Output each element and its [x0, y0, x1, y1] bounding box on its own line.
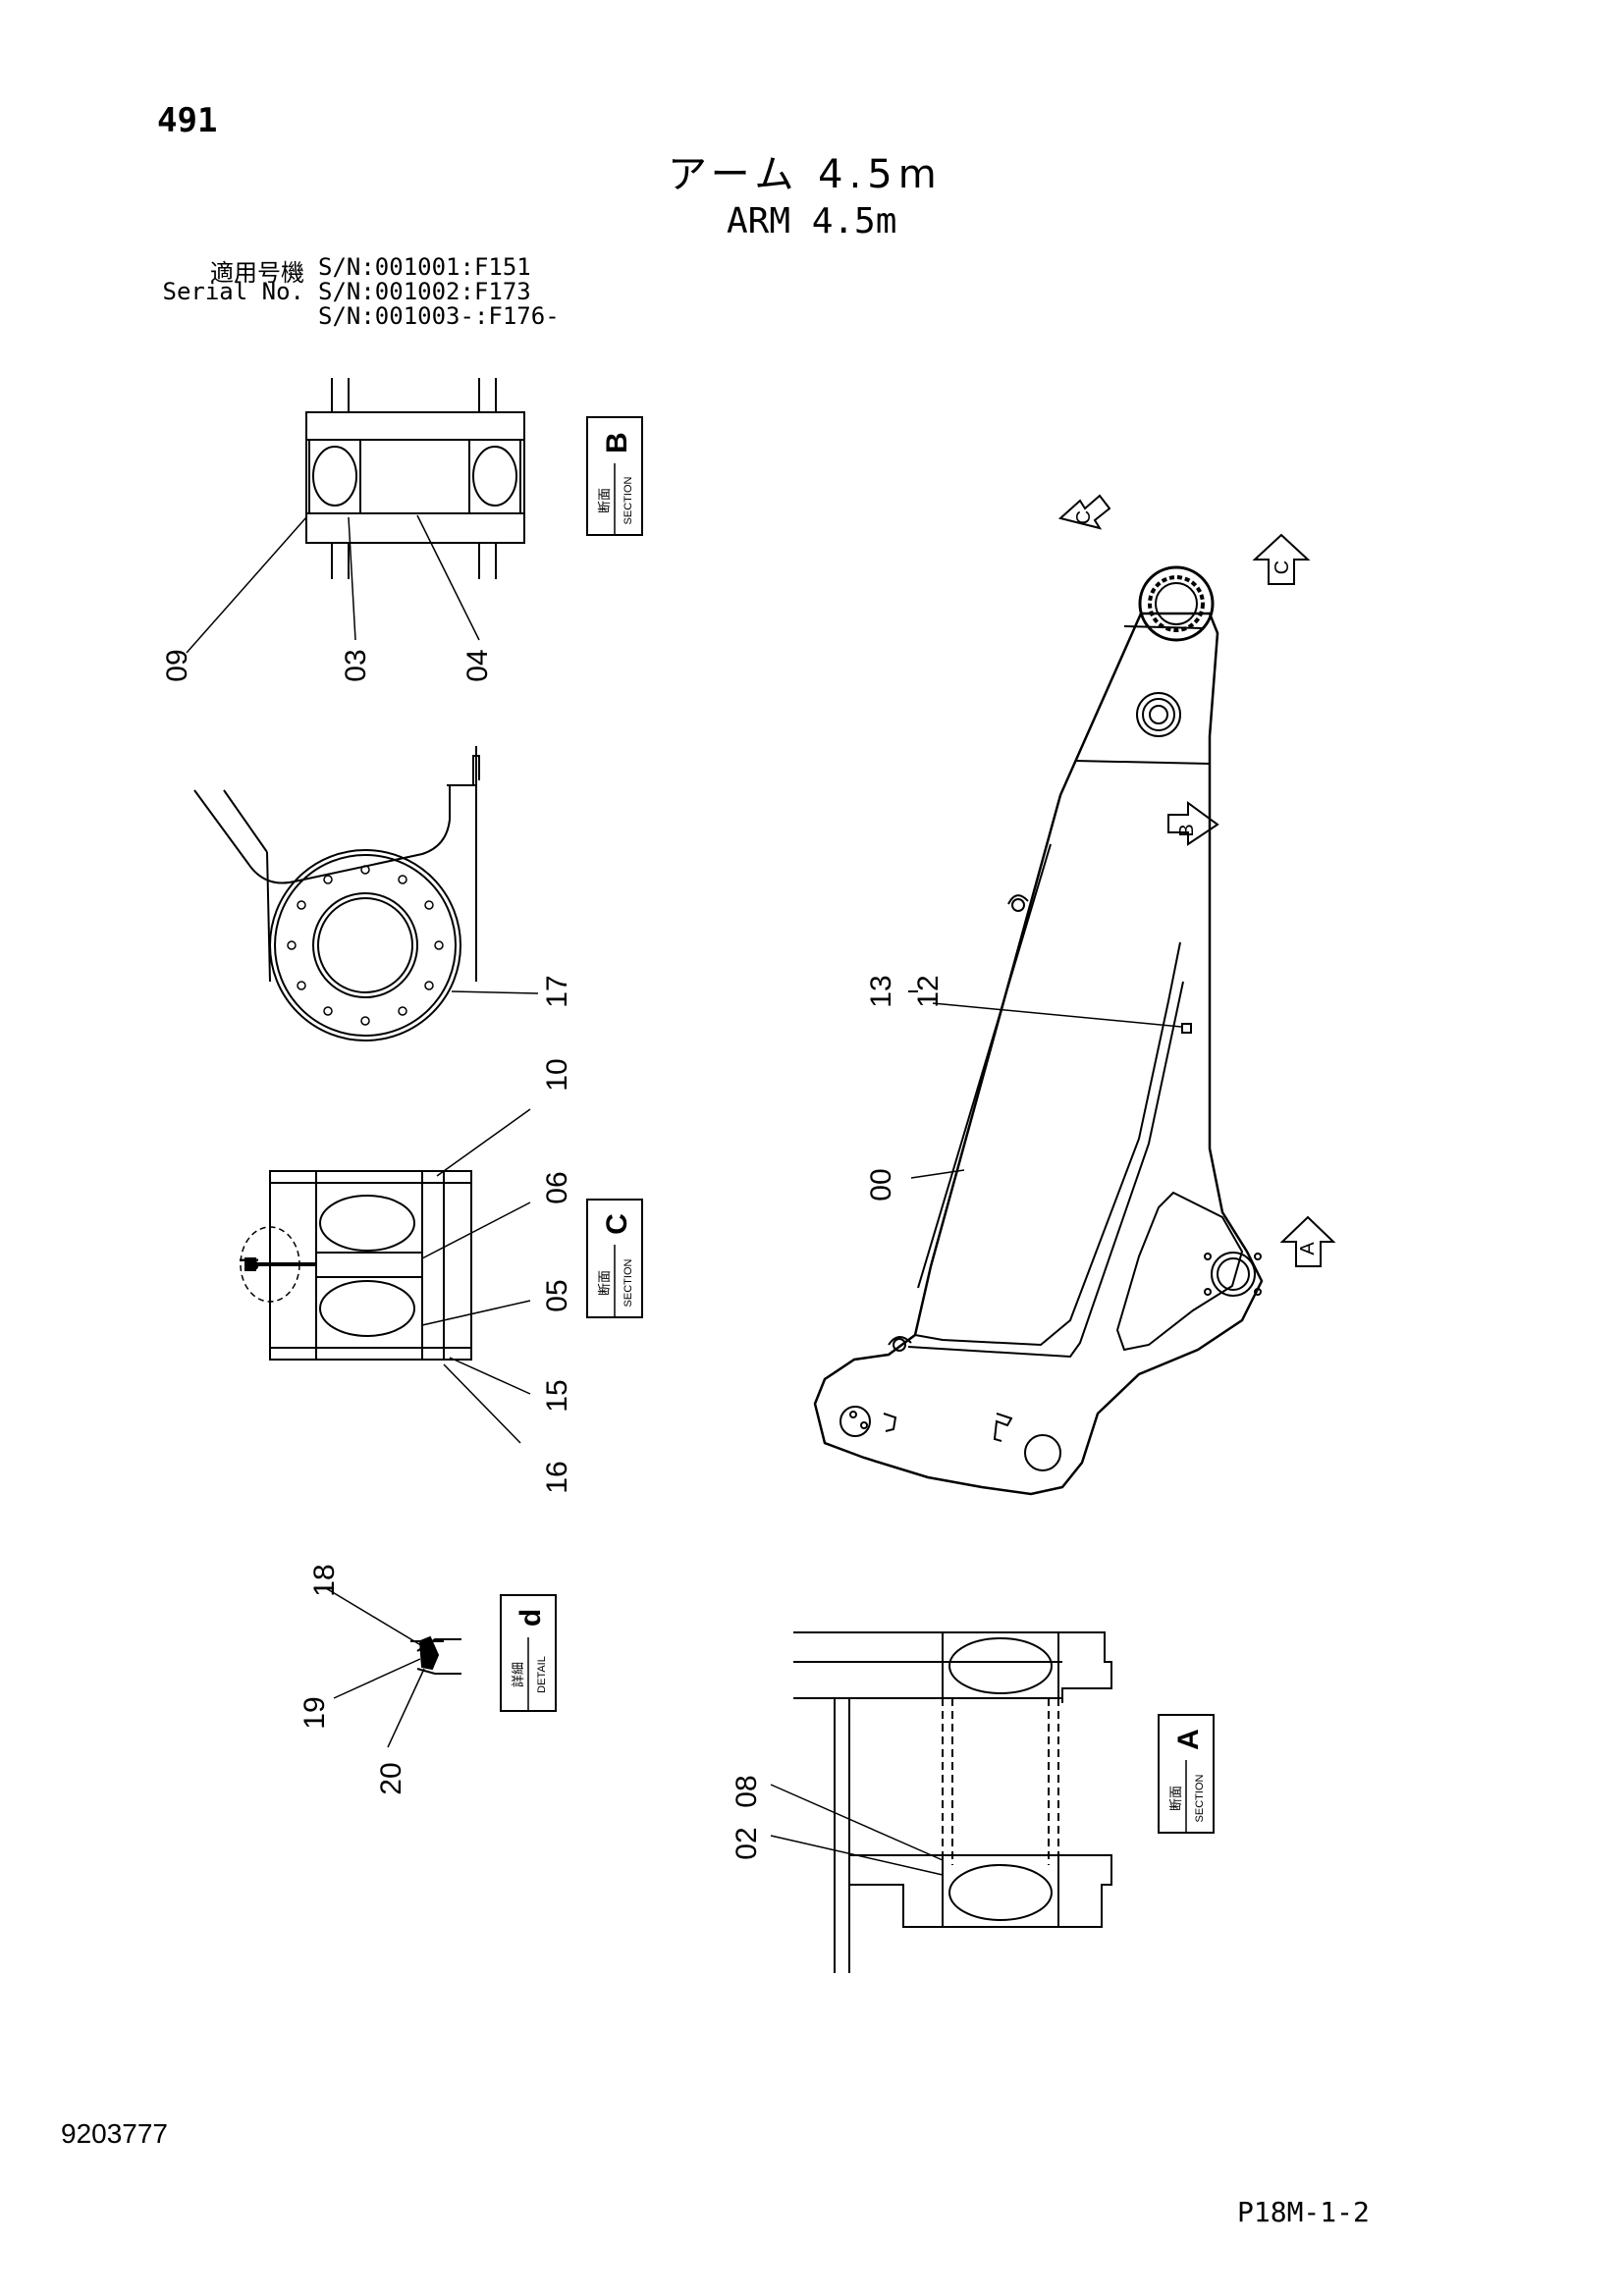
callout-13: 13 — [865, 975, 897, 1007]
callout-02: 02 — [731, 1827, 763, 1859]
callout-20: 20 — [375, 1762, 407, 1794]
arrow-a-letter: A — [1297, 1242, 1319, 1255]
view-arrow-c-right — [1252, 533, 1311, 585]
section-b-jp: 断面 — [597, 488, 612, 513]
section-label-b: B 断面 SECTION — [586, 416, 643, 536]
arrow-c-top-letter: C — [1073, 510, 1095, 524]
serial-line-3: S/N:001003-:F176- — [318, 302, 560, 330]
detail-d-jp: 詳細 — [511, 1662, 525, 1687]
callout-00: 00 — [865, 1168, 897, 1201]
callout-08: 08 — [731, 1775, 763, 1807]
serial-line-2: S/N:001002:F173 — [318, 278, 531, 305]
section-a-en: SECTION — [1194, 1775, 1206, 1823]
section-a-letter: A — [1172, 1729, 1205, 1750]
view-arrow-b — [1167, 801, 1219, 846]
callout-05: 05 — [541, 1279, 573, 1311]
callout-17: 17 — [541, 975, 573, 1007]
arrow-b-letter: B — [1176, 824, 1198, 836]
callout-18: 18 — [308, 1564, 341, 1596]
view-arrow-c-top — [1057, 494, 1111, 530]
title-japanese: アーム 4.5m — [668, 152, 943, 197]
section-a-view — [770, 1631, 1112, 1973]
sheet-code: P18M-1-2 — [1237, 2196, 1370, 2228]
callout-15: 15 — [541, 1379, 573, 1412]
section-label-a: A 断面 SECTION — [1158, 1714, 1215, 1834]
detail-d-en: DETAIL — [536, 1656, 548, 1693]
section-c-letter: C — [601, 1213, 633, 1235]
section-a-jp: 断面 — [1168, 1786, 1183, 1811]
page-number: 491 — [157, 101, 218, 140]
callout-10: 10 — [541, 1058, 573, 1091]
section-c-jp: 断面 — [597, 1270, 612, 1296]
detail-marker-d: d — [235, 1257, 264, 1271]
document-number: 9203777 — [61, 2118, 169, 2149]
serial-line-1: S/N:001001:F151 — [318, 253, 531, 281]
arm-side-view — [813, 565, 1264, 1496]
section-b-en: SECTION — [623, 477, 634, 525]
callout-03: 03 — [340, 649, 372, 681]
section-label-c: C 断面 SECTION — [586, 1199, 643, 1318]
view-arrow-a — [1279, 1215, 1336, 1267]
callout-06: 06 — [541, 1171, 573, 1203]
section-c-view — [240, 1108, 531, 1444]
callout-09: 09 — [161, 649, 193, 681]
callout-19: 19 — [298, 1696, 331, 1729]
arrow-c-right-letter: C — [1272, 561, 1293, 574]
callout-16: 16 — [541, 1461, 573, 1493]
detail-d-view — [325, 1587, 461, 1748]
section-b-letter: B — [601, 432, 633, 454]
arm-top-boss-view — [193, 746, 539, 1041]
detail-d-letter: d — [514, 1609, 547, 1627]
serial-label-en: Serial No. — [162, 278, 305, 305]
detail-label-d: d 詳細 DETAIL — [500, 1594, 557, 1712]
section-c-en: SECTION — [623, 1259, 634, 1308]
section-b-view — [186, 378, 525, 654]
title-english: ARM 4.5m — [727, 201, 897, 241]
callout-04: 04 — [461, 649, 494, 681]
